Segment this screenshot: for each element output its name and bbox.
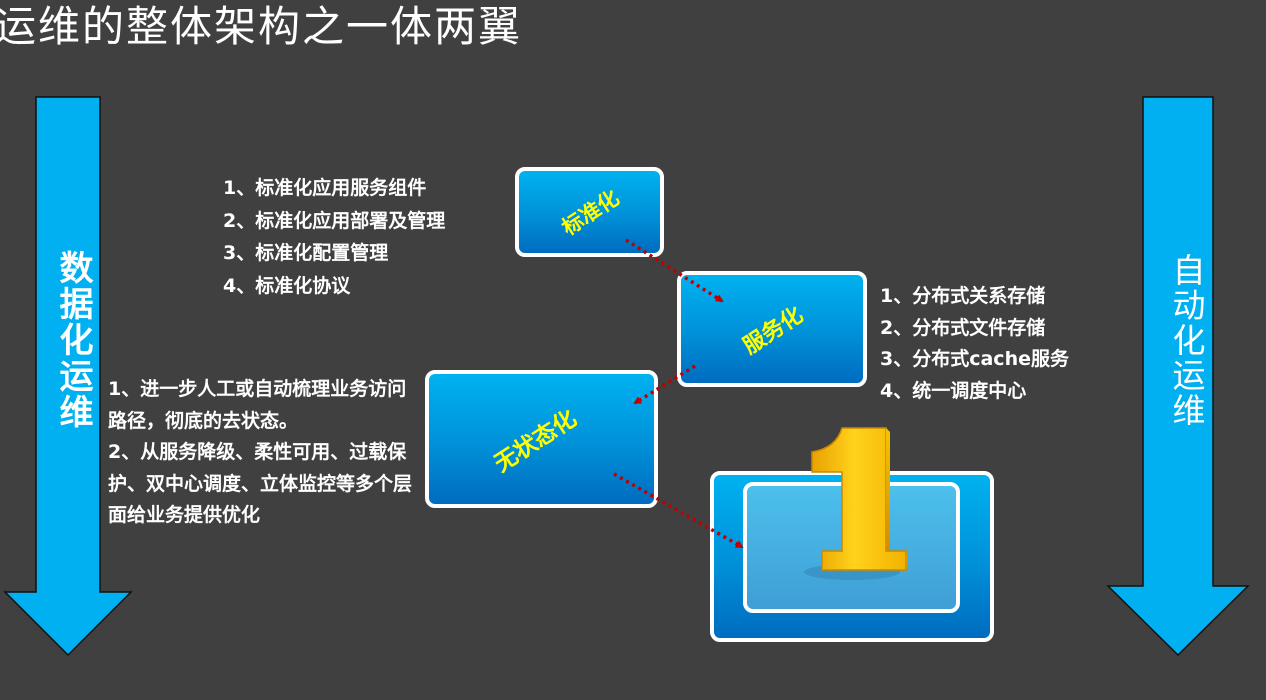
- note-item: 2、标准化应用部署及管理: [223, 209, 446, 232]
- note-item: 3、分布式cache服务: [880, 348, 1069, 370]
- note-item: 3、标准化配置管理: [223, 242, 389, 264]
- connector-arrow-1: [625, 238, 724, 303]
- connector-arrow-3: [613, 472, 744, 549]
- stage-box-service: 服务化: [677, 271, 867, 387]
- stateless-notes: 1、进一步人工或自动梳理业务访问路径，彻底的去状态。 2、从服务降级、柔性可用、…: [108, 374, 418, 532]
- note-item: 2、分布式文件存储: [880, 316, 1046, 339]
- note-item: 4、统一调度中心: [880, 379, 1027, 402]
- service-notes: 1、分布式关系存储 2、分布式文件存储 3、分布式cache服务 4、统一调度中…: [880, 281, 1069, 407]
- note-item: 2、从服务降级、柔性可用、过载保护、双中心调度、立体监控等多个层面给业务提供优化: [108, 441, 413, 526]
- stage-box-stateless: 无状态化: [425, 370, 658, 508]
- note-item: 1、进一步人工或自动梳理业务访问路径，彻底的去状态。: [108, 378, 407, 432]
- wing-label-right: 自动化运维: [1167, 253, 1206, 428]
- page-title: 运维的整体架构之一体两翼: [0, 2, 523, 51]
- connector-arrow-2: [633, 364, 696, 405]
- stage-box-standardization: 标准化: [515, 167, 664, 257]
- note-item: 1、标准化应用服务组件: [223, 177, 427, 199]
- note-item: 1、分布式关系存储: [880, 285, 1046, 307]
- note-item: 4、标准化协议: [223, 274, 351, 297]
- number-one-trophy-icon: [804, 427, 908, 580]
- left-down-arrow-icon: [3, 96, 133, 657]
- right-down-arrow-icon: [1106, 96, 1250, 657]
- wing-label-left: 数据化运维: [53, 250, 93, 430]
- standardization-notes: 1、标准化应用服务组件 2、标准化应用部署及管理 3、标准化配置管理 4、标准化…: [223, 172, 445, 302]
